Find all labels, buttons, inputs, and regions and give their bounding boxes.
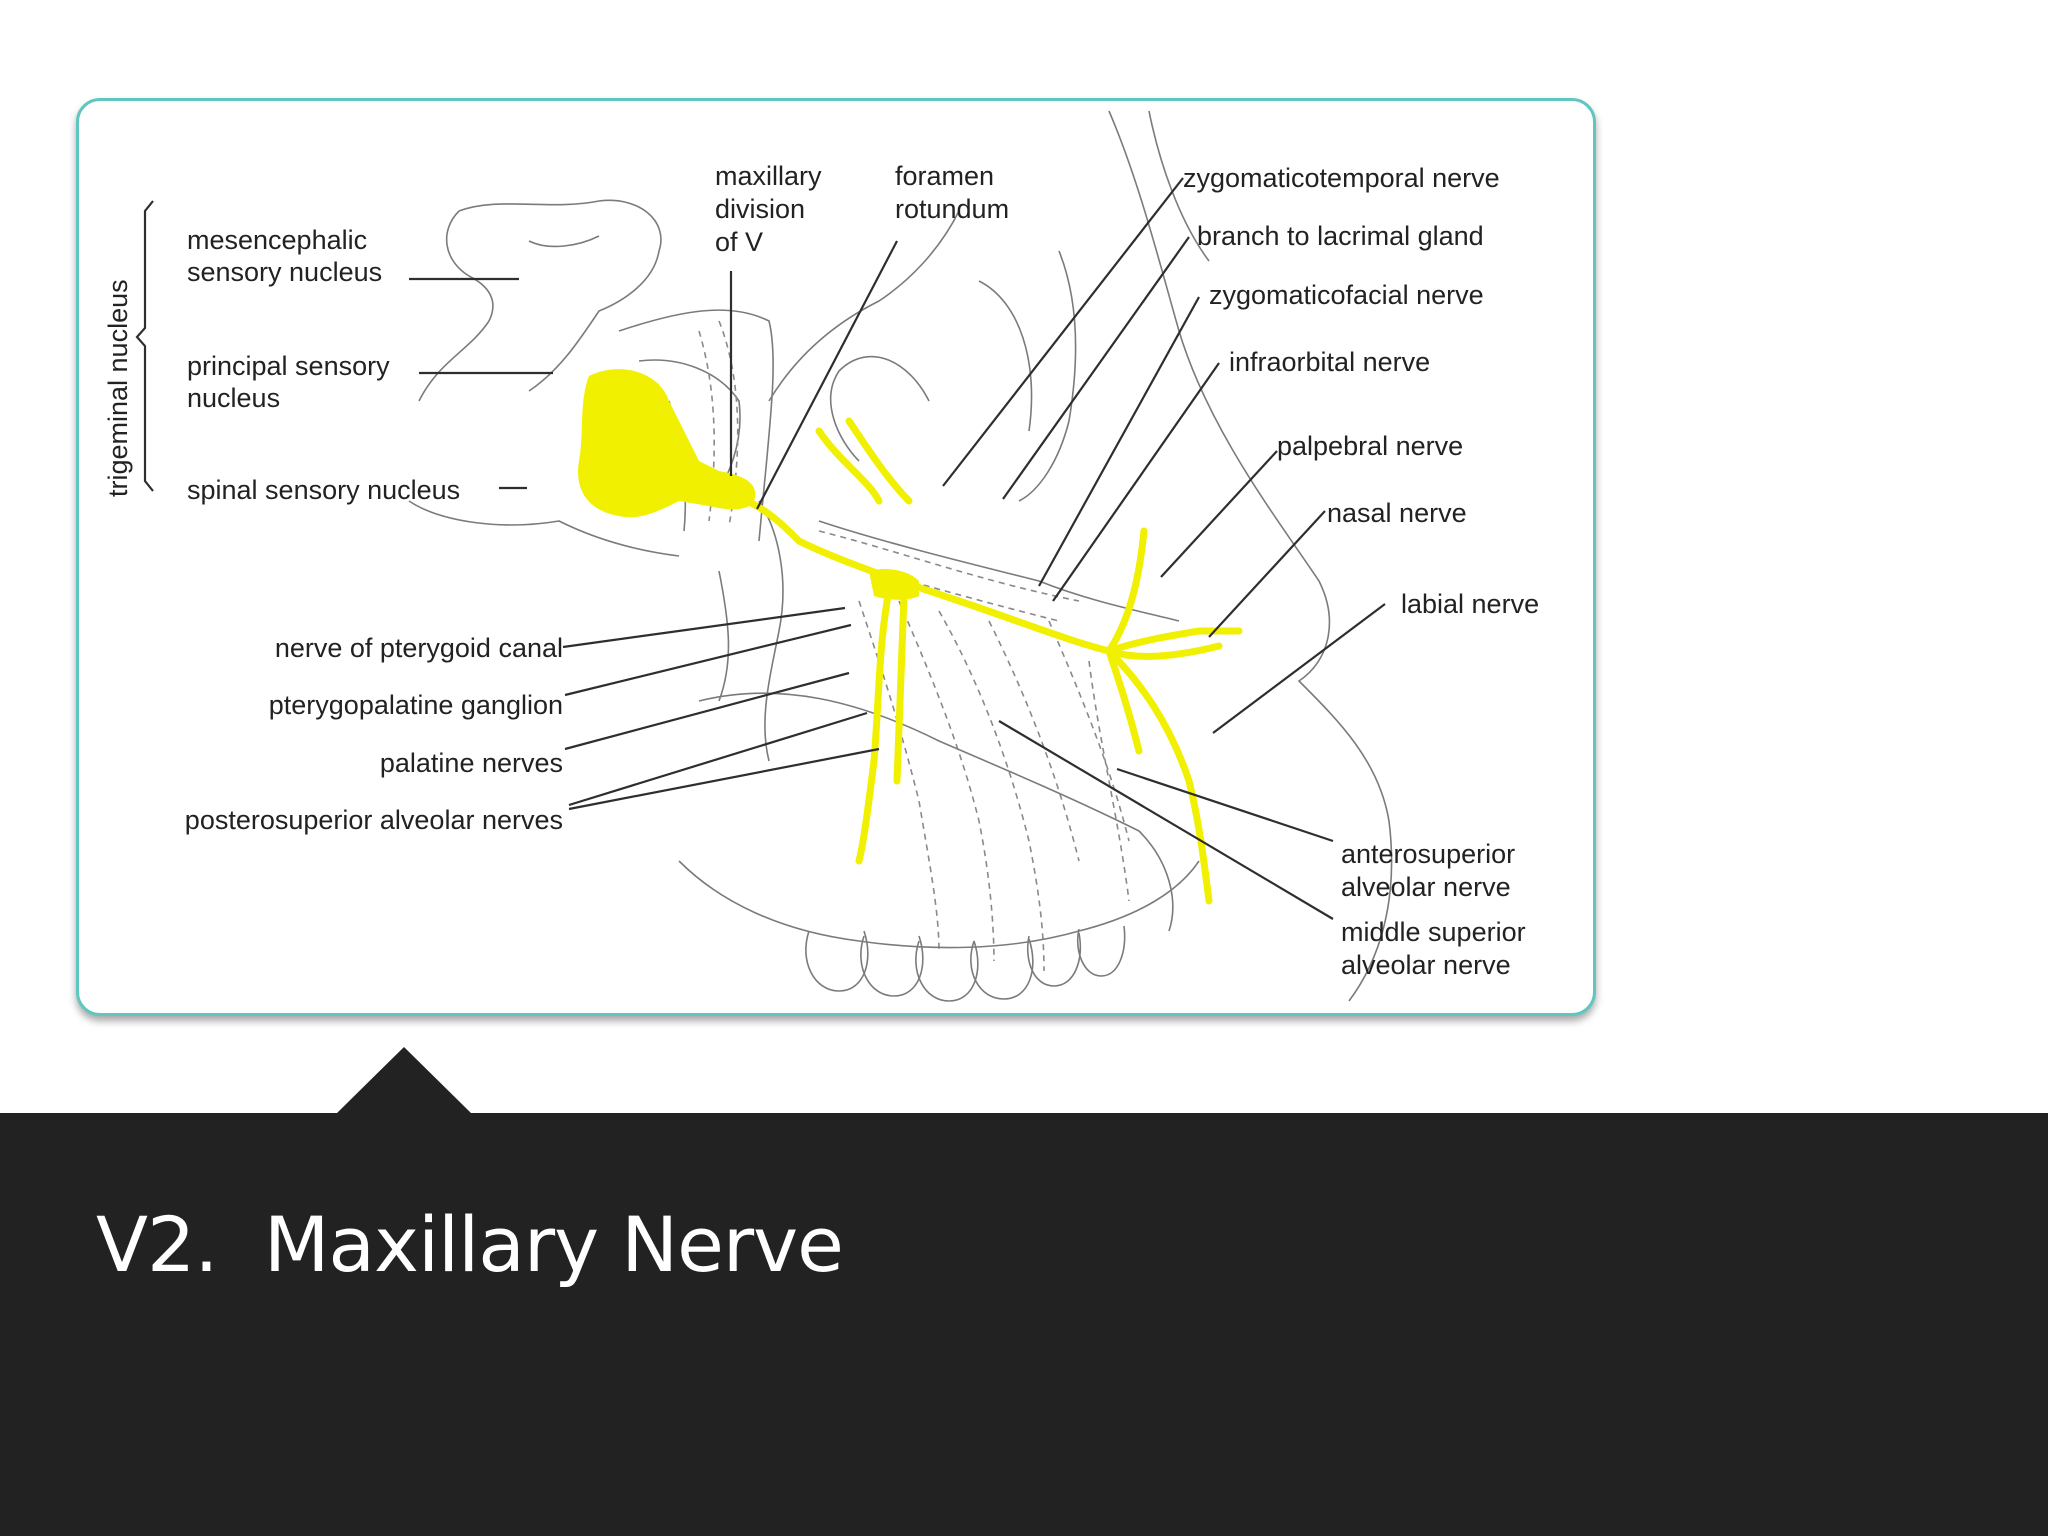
- zygomaticotemporal-label: zygomaticotemporal nerve: [1183, 163, 1500, 193]
- trigeminal-ganglion-highlight: [578, 369, 756, 518]
- spinal-nucleus-label: spinal sensory nucleus: [187, 475, 460, 505]
- maxillary-nerve-diagram: trigeminal nucleus mesencephalicsensory …: [103, 110, 1539, 1002]
- posterosuperior-label: posterosuperior alveolar nerves: [185, 805, 563, 835]
- nerve-highlights: [578, 369, 1243, 905]
- nasal-label: nasal nerve: [1327, 498, 1467, 528]
- infraorbital-label: infraorbital nerve: [1229, 347, 1430, 377]
- title-band: [0, 1113, 2048, 1536]
- zygomaticofacial-label: zygomaticofacial nerve: [1209, 280, 1484, 310]
- trigeminal-nucleus-label: trigeminal nucleus: [103, 279, 133, 497]
- palatine-nerves-label: palatine nerves: [380, 748, 563, 778]
- labial-label: labial nerve: [1401, 589, 1539, 619]
- skull-sketch: [408, 110, 1393, 1002]
- slide-title: V2. Maxillary Nerve: [96, 1200, 844, 1289]
- callout-pointer: [336, 1047, 472, 1114]
- lacrimal-branch-label: branch to lacrimal gland: [1197, 221, 1484, 251]
- palpebral-label: palpebral nerve: [1277, 431, 1463, 461]
- leader-lines: [135, 177, 1386, 920]
- pterygopalatine-ganglion-label: pterygopalatine ganglion: [269, 690, 563, 720]
- pterygoid-canal-label: nerve of pterygoid canal: [275, 633, 563, 663]
